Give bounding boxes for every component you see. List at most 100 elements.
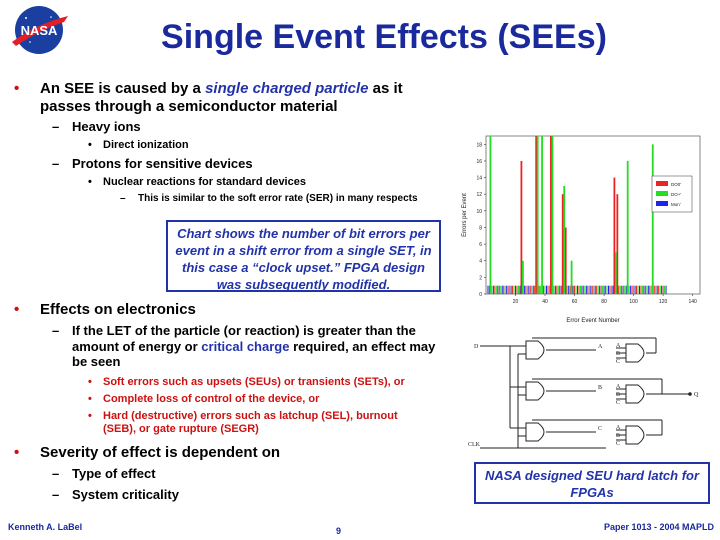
baseline-event-bar [492, 285, 494, 294]
baseline-event-bar [653, 285, 655, 294]
baseline-event-bar [515, 285, 517, 294]
bullet-effects: Effects on electronics [40, 301, 196, 318]
baseline-event-bar [591, 285, 593, 294]
baseline-event-bar [538, 285, 540, 294]
bar-DO+' [651, 144, 654, 294]
bar-DO+' [551, 136, 554, 294]
baseline-event-bar [566, 285, 568, 294]
dash-marker: – [52, 466, 60, 481]
baseline-event-bar [519, 285, 521, 294]
baseline-event-bar [647, 285, 649, 294]
baseline-event-bar [575, 285, 577, 294]
legend-label: Mon' [671, 202, 681, 207]
legend-swatch [656, 181, 668, 186]
y-tick-label: 16 [476, 159, 482, 165]
voter-gate-2 [625, 384, 645, 404]
sub-bullet-let: If the LET of the particle (or reaction)… [72, 323, 448, 370]
baseline-event-bar [619, 285, 621, 294]
baseline-event-bar [546, 285, 548, 294]
y-tick-label: 2 [479, 275, 482, 281]
baseline-event-bar [486, 285, 488, 294]
y-tick-label: 8 [479, 225, 482, 231]
page-title: Single Event Effects (SEEs) [161, 18, 607, 56]
legend-swatch [656, 191, 668, 196]
baseline-event-bar [603, 285, 605, 294]
baseline-event-bar [577, 285, 579, 294]
baseline-event-bar [557, 285, 559, 294]
y-tick-label: 12 [476, 192, 482, 198]
baseline-event-bar [590, 285, 592, 294]
bar-DO0' [550, 136, 552, 294]
baseline-event-bar [531, 285, 533, 294]
baseline-event-bar [643, 285, 645, 294]
effect-hard-errors: Hard (destructive) errors such as latchu… [103, 410, 398, 436]
baseline-event-bar [664, 285, 666, 294]
baseline-event-bar [658, 285, 660, 294]
label-voter2-c: C [616, 400, 620, 406]
nasa-logo-star [50, 16, 52, 18]
baseline-event-bar [637, 285, 639, 294]
label-voter3-b: B [616, 433, 620, 439]
baseline-event-bar [494, 285, 496, 294]
footer-page-number: 9 [336, 526, 342, 536]
baseline-event-bar [513, 285, 515, 294]
dash-marker: – [52, 487, 60, 502]
x-tick-label: 80 [601, 299, 607, 305]
nasa-logo-vector [12, 16, 68, 46]
baseline-event-bar [661, 285, 663, 294]
baseline-event-bar [636, 285, 638, 294]
sub-bullet-type-effect: Type of effect [72, 466, 156, 481]
baseline-event-bar [649, 285, 651, 294]
baseline-event-bar [634, 285, 636, 294]
let-text-end: required, an effect may be seen [72, 338, 436, 370]
baseline-event-bar [491, 285, 493, 294]
baseline-event-bar [597, 285, 599, 294]
baseline-event-bar [523, 285, 525, 294]
baseline-event-bar [593, 285, 595, 294]
y-tick-label: 4 [479, 259, 482, 265]
baseline-event-bar [662, 285, 664, 294]
baseline-event-bar [540, 285, 542, 294]
effect-loss-control: Complete loss of control of the device, … [103, 393, 320, 405]
dot-marker: • [88, 410, 92, 422]
baseline-event-bar [528, 285, 530, 294]
dash-marker: – [52, 323, 60, 338]
plot-area [485, 135, 701, 295]
baseline-event-bar [503, 285, 505, 294]
baseline-event-bar [548, 285, 550, 294]
bullet-marker: • [14, 301, 20, 318]
baseline-event-bar [547, 285, 549, 294]
baseline-event-bar [506, 285, 508, 294]
y-tick-label: 18 [476, 142, 482, 148]
baseline-event-bar [529, 285, 531, 294]
effect-soft-errors: Soft errors such as upsets (SEUs) or tra… [103, 376, 405, 388]
baseline-event-bar [646, 285, 648, 294]
latch-caption: NASA designed SEU hard latch for FPGAs [474, 462, 710, 504]
y-tick-label: 0 [479, 292, 482, 298]
dot-marker: • [88, 139, 92, 151]
baseline-event-bar [544, 285, 546, 294]
baseline-event-bar [553, 285, 555, 294]
baseline-event-bar [633, 285, 635, 294]
baseline-event-bar [665, 285, 667, 294]
baseline-event-bar [618, 285, 620, 294]
baseline-event-bar [655, 285, 657, 294]
dash-marker: – [120, 193, 126, 204]
sub-bullet-heavy-ions: Heavy ions [72, 119, 141, 134]
baseline-event-bar [641, 285, 643, 294]
baseline-event-bar [594, 285, 596, 294]
baseline-event-bar [582, 285, 584, 294]
let-emphasis: critical charge [201, 338, 290, 354]
baseline-event-bar [510, 285, 512, 294]
baseline-event-bar [624, 285, 626, 294]
label-voter3-c: C [616, 441, 620, 447]
bullet-severity: Severity of effect is dependent on [40, 444, 281, 461]
dot-marker: • [88, 376, 92, 388]
y-tick-label: 14 [476, 176, 482, 182]
bar-DO0' [561, 194, 564, 294]
baseline-event-bar [556, 285, 558, 294]
label-a-out: A [598, 344, 603, 350]
sub-sub-bullet-nuclear: Nuclear reactions for standard devices [103, 176, 306, 188]
baseline-event-bar [581, 285, 583, 294]
